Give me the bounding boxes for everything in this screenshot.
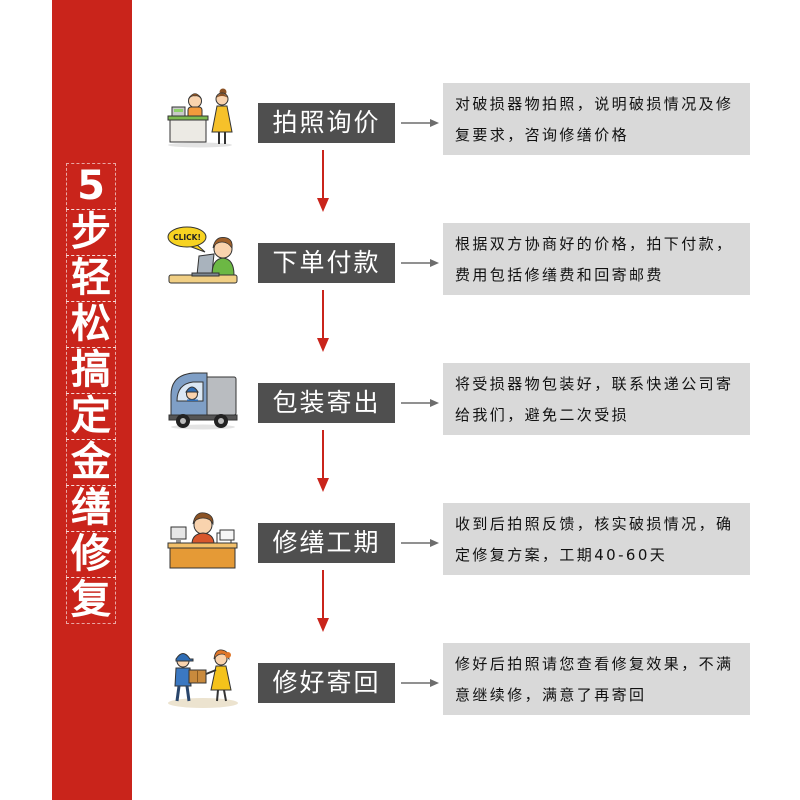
step-description: 根据双方协商好的价格，拍下付款， 费用包括修缮费和回寄邮费 <box>443 223 750 295</box>
arrow-down-icon <box>316 290 330 352</box>
shop-counter-icon <box>165 85 240 151</box>
arrow-down-icon <box>316 430 330 492</box>
online-order-icon: CLICK! <box>165 225 240 291</box>
step-label: 包装寄出 <box>258 383 395 423</box>
description-line: 复要求，咨询修缮价格 <box>455 120 744 151</box>
description-line: 根据双方协商好的价格，拍下付款， <box>455 229 744 260</box>
title-char: 金 <box>66 439 116 486</box>
step-description: 对破损器物拍照，说明破损情况及修 复要求，咨询修缮价格 <box>443 83 750 155</box>
description-line: 费用包括修缮费和回寄邮费 <box>455 260 744 291</box>
description-line: 将受损器物包装好，联系快递公司寄 <box>455 369 744 400</box>
step-row: 修缮工期 收到后拍照反馈，核实破损情况，确 定修复方案，工期40-60天 <box>0 503 800 575</box>
step-row: CLICK! 下单付款 根据双方协商好的价格，拍下付款， 费用包括修缮费和回寄邮… <box>0 223 800 295</box>
step-row: 拍照询价 对破损器物拍照，说明破损情况及修 复要求，咨询修缮价格 <box>0 83 800 155</box>
delivery-truck-icon <box>165 365 240 431</box>
courier-handover-icon <box>165 645 240 711</box>
description-line: 给我们，避免二次受损 <box>455 400 744 431</box>
title-char: 复 <box>66 577 116 624</box>
arrow-right-icon <box>400 258 440 268</box>
arrow-right-icon <box>400 118 440 128</box>
step-description: 收到后拍照反馈，核实破损情况，确 定修复方案，工期40-60天 <box>443 503 750 575</box>
description-line: 收到后拍照反馈，核实破损情况，确 <box>455 509 744 540</box>
arrow-right-icon <box>400 678 440 688</box>
arrow-right-icon <box>400 538 440 548</box>
step-description: 修好后拍照请您查看修复效果，不满 意继续修，满意了再寄回 <box>443 643 750 715</box>
step-label: 修缮工期 <box>258 523 395 563</box>
title-char: 5 <box>66 163 116 210</box>
arrow-right-icon <box>400 398 440 408</box>
description-line: 定修复方案，工期40-60天 <box>455 540 744 571</box>
description-line: 意继续修，满意了再寄回 <box>455 680 744 711</box>
step-label: 下单付款 <box>258 243 395 283</box>
step-description: 将受损器物包装好，联系快递公司寄 给我们，避免二次受损 <box>443 363 750 435</box>
description-line: 对破损器物拍照，说明破损情况及修 <box>455 89 744 120</box>
step-label: 修好寄回 <box>258 663 395 703</box>
arrow-down-icon <box>316 570 330 632</box>
arrow-down-icon <box>316 150 330 212</box>
step-row: 修好寄回 修好后拍照请您查看修复效果，不满 意继续修，满意了再寄回 <box>0 643 800 715</box>
step-row: 包装寄出 将受损器物包装好，联系快递公司寄 给我们，避免二次受损 <box>0 363 800 435</box>
desk-worker-icon <box>165 505 240 571</box>
step-label: 拍照询价 <box>258 103 395 143</box>
description-line: 修好后拍照请您查看修复效果，不满 <box>455 649 744 680</box>
title-char: 松 <box>66 301 116 348</box>
click-text: CLICK! <box>173 233 201 242</box>
